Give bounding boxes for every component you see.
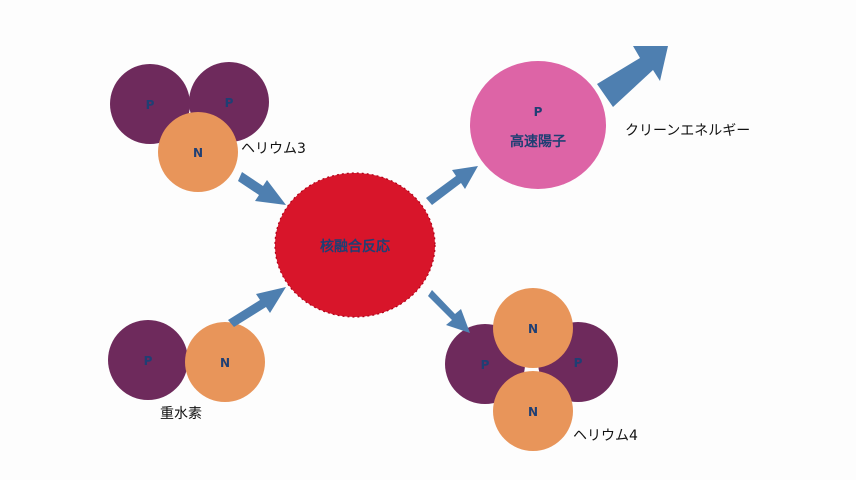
fast-proton-label: 高速陽子 bbox=[510, 133, 566, 150]
fusion-reaction-ellipse bbox=[274, 172, 436, 318]
arrow-fusion-to-fast-proton bbox=[426, 166, 478, 205]
deuterium-nucleus: P N bbox=[108, 320, 265, 402]
helium4-proton-right-label: P bbox=[574, 356, 583, 370]
deuterium-proton-label: P bbox=[144, 354, 153, 368]
helium3-neutron bbox=[158, 112, 238, 192]
deuterium-neutron-label: N bbox=[220, 356, 230, 370]
helium3-proton-right-label: P bbox=[225, 96, 234, 110]
deuterium-neutron bbox=[185, 322, 265, 402]
helium3-label: ヘリウム3 bbox=[241, 141, 306, 157]
helium3-proton-left-label: P bbox=[146, 98, 155, 112]
helium4-nucleus: P P N N bbox=[445, 288, 618, 451]
fast-proton: P 高速陽子 bbox=[470, 61, 606, 189]
clean-energy-label: クリーンエネルギー bbox=[625, 123, 750, 139]
arrow-clean-energy bbox=[597, 46, 668, 107]
helium4-neutron-bottom bbox=[493, 371, 573, 451]
helium4-neutron-top-label: N bbox=[528, 322, 538, 336]
deuterium-label: 重水素 bbox=[160, 406, 202, 422]
helium4-neutron-bottom-label: N bbox=[528, 405, 538, 419]
helium3-neutron-label: N bbox=[193, 146, 203, 160]
arrow-fusion-to-helium4 bbox=[428, 290, 470, 333]
arrow-deuterium-to-fusion bbox=[228, 287, 286, 327]
fusion-reaction-label: 核融合反応 bbox=[320, 238, 390, 255]
fast-proton-ellipse bbox=[470, 61, 606, 189]
helium4-proton-left-label: P bbox=[481, 358, 490, 372]
arrow-helium3-to-fusion bbox=[238, 172, 286, 205]
helium3-nucleus: P P N bbox=[110, 62, 269, 192]
fast-proton-p-label: P bbox=[534, 105, 543, 119]
helium4-label: ヘリウム4 bbox=[573, 428, 638, 444]
fusion-reaction: 核融合反応 bbox=[274, 172, 436, 318]
deuterium-proton bbox=[108, 320, 188, 400]
helium4-neutron-top bbox=[493, 288, 573, 368]
